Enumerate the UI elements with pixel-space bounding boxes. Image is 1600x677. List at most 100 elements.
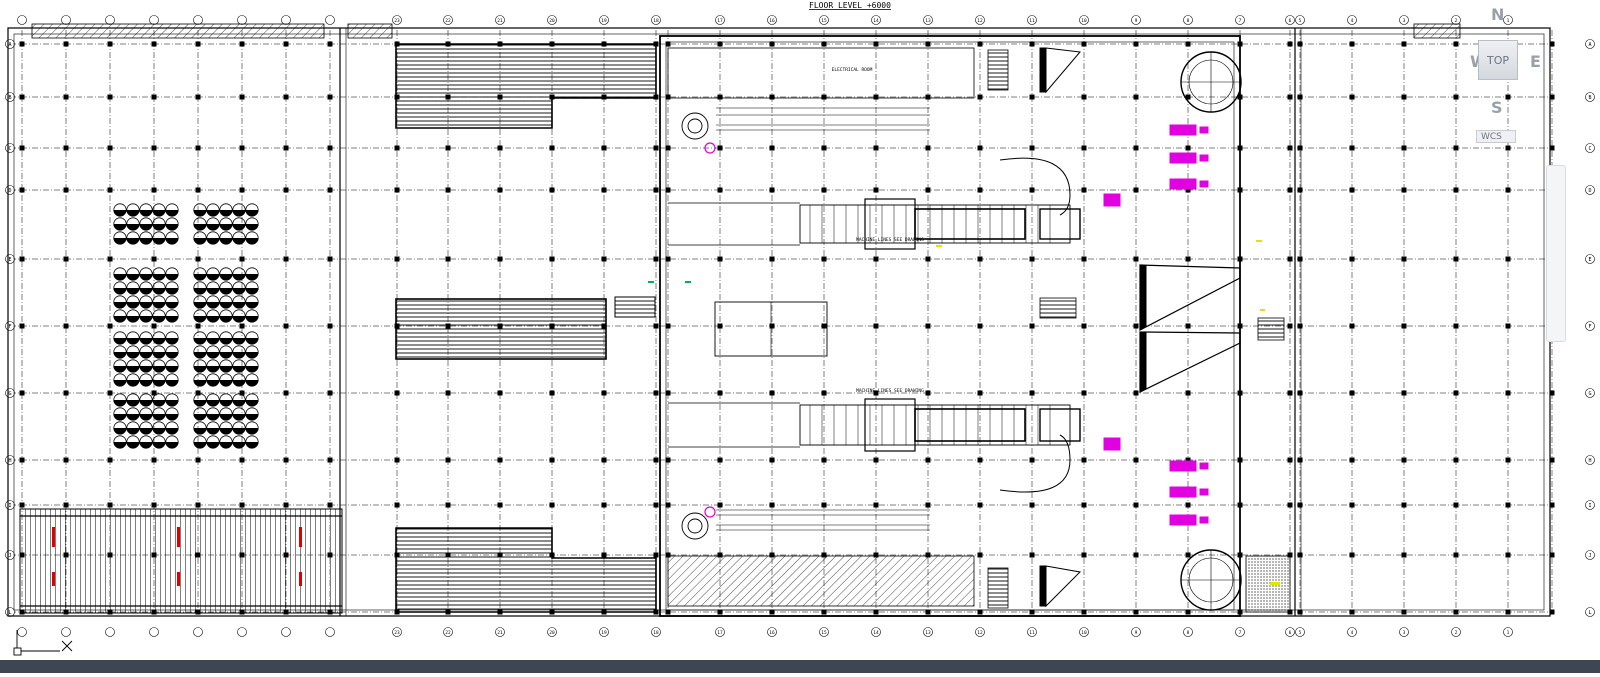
col-marker: 8 [1183,627,1193,637]
ucs-icon [13,630,73,656]
stairs [987,49,1285,609]
row-label: B [8,95,11,101]
col-marker: 4 [1347,15,1357,25]
row-label: H [8,458,11,464]
col-label: 18 [653,630,659,636]
row-marker: J [5,550,15,560]
col-label: 21 [497,630,503,636]
ucs-menu[interactable]: WCS [1476,130,1516,143]
col-marker: 18 [651,627,661,637]
col-marker: 12 [975,627,985,637]
tank-clusters [113,203,259,449]
row-marker: F [5,321,15,331]
col-marker: 12 [975,15,985,25]
col-label: 3 [1403,630,1406,636]
col-marker: 14 [871,627,881,637]
col-label: 9 [1135,630,1138,636]
col-label: 9 [1135,18,1138,24]
col-label: 13 [925,18,931,24]
col-label: 21 [497,18,503,24]
row-marker: G [5,388,15,398]
gravel-area [1245,555,1291,613]
col-label: 12 [977,18,983,24]
magenta-equipment [704,124,1209,526]
annotation-markers [648,240,1280,585]
col-marker: 4 [1347,627,1357,637]
col-marker: 1 [1503,627,1513,637]
row-label: B [1588,95,1591,101]
compass-south[interactable]: S [1491,98,1503,117]
row-marker: C [1585,143,1595,153]
col-label: 7 [1239,18,1242,24]
row-marker: B [1585,92,1595,102]
machine-lines [668,107,1081,540]
col-label: 16 [769,630,775,636]
col-marker: 18 [651,15,661,25]
col-label: 4 [1351,630,1354,636]
col-label: 16 [769,18,775,24]
col-marker: 10 [1079,627,1089,637]
col-label: 6 [1289,18,1292,24]
col-marker: 7 [1235,627,1245,637]
row-label: I [8,503,11,509]
row-label: L [8,610,11,616]
grid-labels: 2323222221212020191918181717161615151414… [5,15,1595,637]
row-label: L [1588,610,1591,616]
col-label: 20 [549,630,555,636]
roof-band [31,23,325,39]
row-label: F [1588,324,1591,330]
col-marker: 1 [1503,15,1513,25]
col-marker: 22 [443,15,453,25]
row-marker: L [5,607,15,617]
col-label: 15 [821,630,827,636]
col-label: 7 [1239,630,1242,636]
round-tanks [1180,51,1242,611]
status-strip [0,660,1600,673]
corner-block [1413,23,1461,39]
col-marker: 3 [1399,15,1409,25]
row-marker: I [1585,500,1595,510]
row-label: G [1588,391,1591,397]
col-label: 19 [601,630,607,636]
col-label: 2 [1455,18,1458,24]
row-marker: H [1585,455,1595,465]
col-label: 22 [445,630,451,636]
col-label: 19 [601,18,607,24]
col-marker: 6 [1285,15,1295,25]
col-label: 3 [1403,18,1406,24]
rack-area [19,508,343,614]
col-label: 4 [1351,18,1354,24]
col-marker: 23 [392,15,402,25]
col-marker: 11 [1027,627,1037,637]
col-label: 10 [1081,630,1087,636]
col-label: 12 [977,630,983,636]
compass-north[interactable]: N [1491,5,1505,24]
col-label: 8 [1187,18,1190,24]
room-label-machine-bottom: MACHINE LINES SEE DRAWING [856,388,924,394]
col-label: 17 [717,18,723,24]
row-marker: J [1585,550,1595,560]
col-label: 22 [445,18,451,24]
col-label: 15 [821,18,827,24]
col-marker: 13 [923,627,933,637]
navigation-bar[interactable] [1546,165,1566,342]
row-label: C [8,146,11,152]
col-label: 17 [717,630,723,636]
col-label: 18 [653,18,659,24]
col-marker: 2 [1451,627,1461,637]
viewcube-top-face[interactable]: TOP [1478,40,1518,80]
col-marker: 19 [599,627,609,637]
col-label: 14 [873,18,879,24]
col-marker: 14 [871,15,881,25]
row-label: C [1588,146,1591,152]
row-marker: D [5,185,15,195]
row-marker: C [5,143,15,153]
col-marker: 6 [1285,627,1295,637]
col-marker: 3 [1399,627,1409,637]
compass-east[interactable]: E [1530,52,1541,71]
col-marker: 23 [392,627,402,637]
col-label: 10 [1081,18,1087,24]
col-marker: 10 [1079,15,1089,25]
